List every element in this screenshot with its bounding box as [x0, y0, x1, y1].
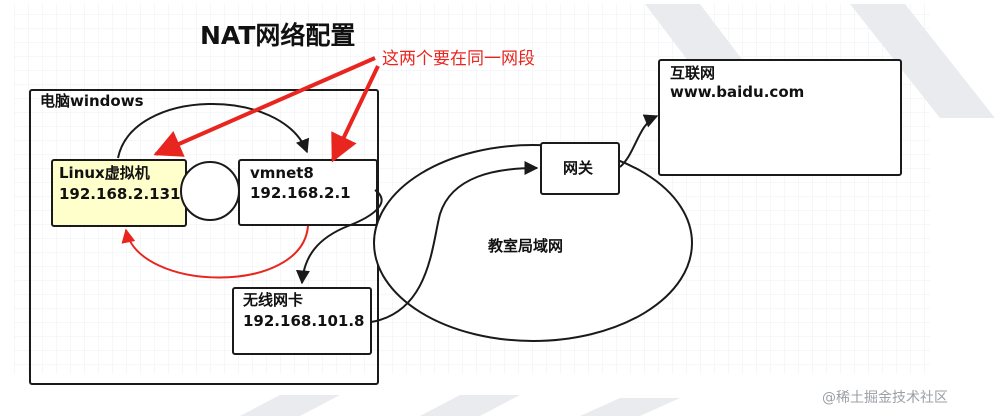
linux-vm-ip: 192.168.2.131 [59, 185, 181, 203]
vmnet8-ip: 192.168.2.1 [250, 184, 351, 202]
wireless-nic-ip: 192.168.101.8 [243, 312, 365, 330]
wireless-nic-name: 无线网卡 [243, 291, 304, 309]
diagram-title: NAT网络配置 [200, 21, 356, 50]
watermark-stripes [240, 4, 995, 416]
arrow-gateway-to-internet [619, 114, 659, 168]
red-pointer-to-linux [153, 56, 376, 157]
classroom-lan-label: 教室局域网 [488, 237, 564, 255]
computer-container-label: 电脑windows [40, 92, 144, 110]
linux-vm-name: Linux虚拟机 [59, 164, 150, 182]
arrow-vmnet8-to-wireless [295, 189, 383, 285]
same-subnet-annotation: 这两个要在同一网段 [382, 49, 535, 69]
arrow-wireless-to-gateway [370, 161, 539, 323]
gateway-label: 网关 [563, 159, 594, 177]
watermark-text: @稀土掘金技术社区 [822, 390, 948, 406]
red-pointer-to-vmnet8 [331, 65, 380, 163]
nat-circle [180, 161, 240, 221]
arrow-linux-to-vmnet8 [117, 103, 310, 159]
arrow-vmnet8-to-linux [121, 225, 309, 279]
gateway-box [540, 142, 620, 195]
internet-box [658, 59, 902, 176]
internet-name: 互联网 [670, 64, 716, 82]
vmnet8-name: vmnet8 [250, 164, 314, 182]
internet-url: www.baidu.com [670, 83, 805, 101]
